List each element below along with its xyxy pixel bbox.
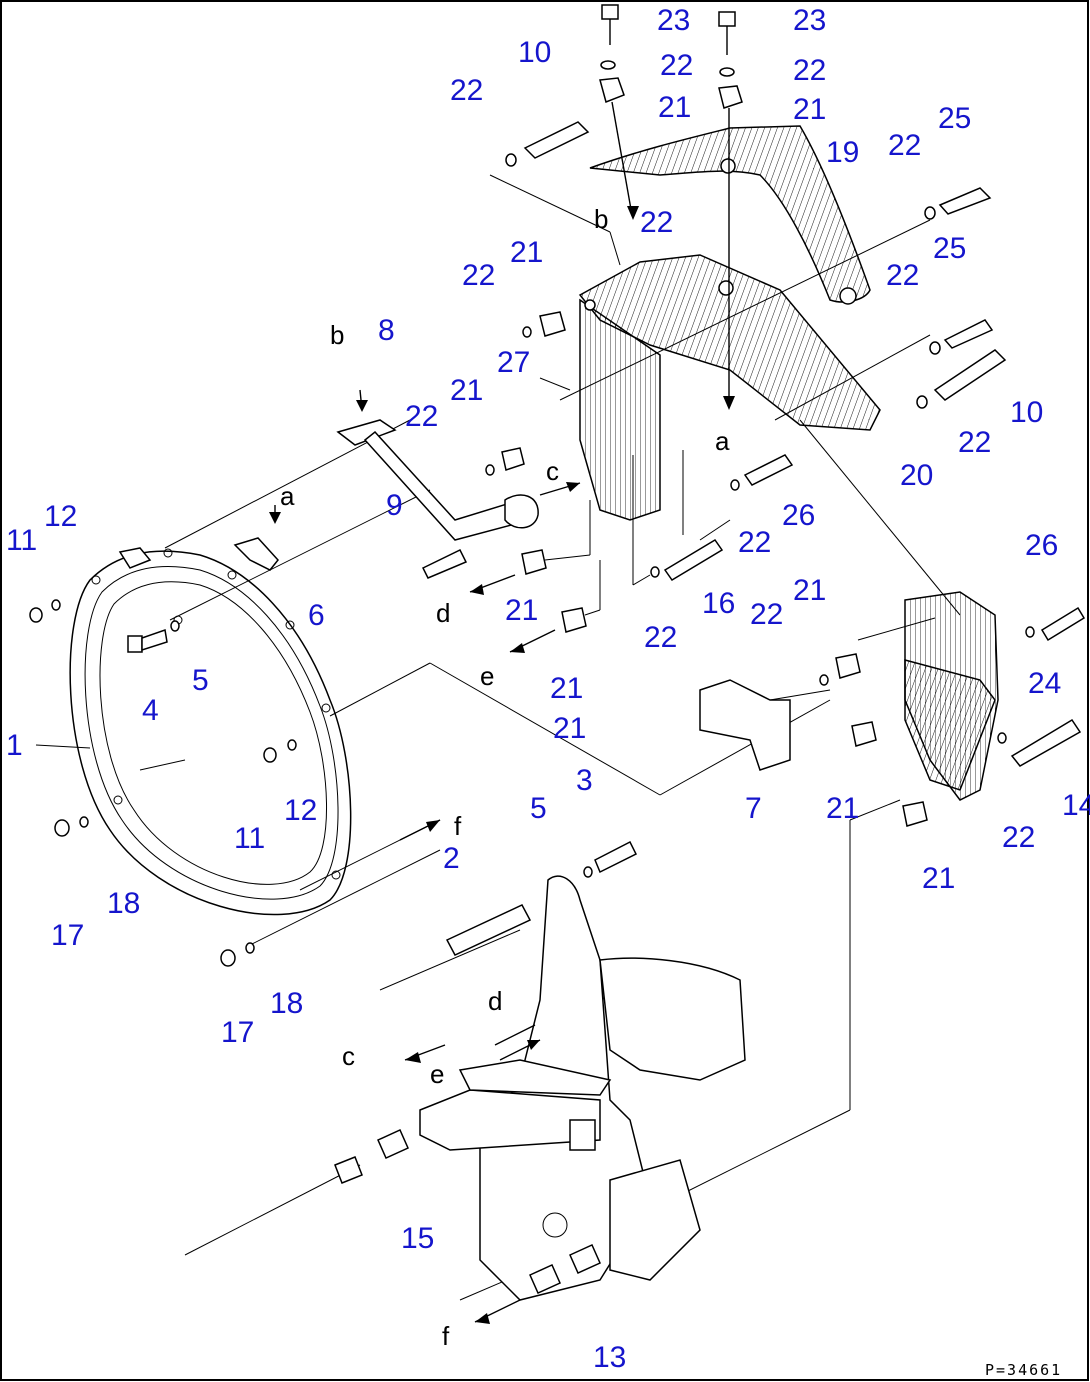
callout: 21 (793, 93, 826, 126)
callout: 8 (378, 314, 395, 347)
transmission-body (419, 875, 746, 1301)
view-letter: b (330, 320, 344, 350)
callout: 9 (386, 489, 403, 522)
callout: 17 (221, 1016, 254, 1049)
drawing-code: P=34661 (985, 1361, 1062, 1379)
callout: 27 (497, 346, 530, 379)
callout: 18 (107, 887, 140, 920)
callout: 21 (658, 91, 691, 124)
callout: 22 (660, 49, 693, 82)
callout: 20 (900, 459, 933, 492)
view-letter: a (280, 481, 295, 511)
callout: 11 (6, 524, 37, 557)
callout: 24 (1028, 667, 1061, 700)
callout: 25 (938, 102, 971, 135)
callout: 18 (270, 987, 303, 1020)
callout: 22 (640, 206, 673, 239)
callout: 22 (1002, 821, 1035, 854)
callout: 10 (518, 36, 551, 69)
callout: 22 (462, 259, 495, 292)
main-shroud (578, 254, 881, 521)
callout: 5 (192, 664, 209, 697)
callout: 22 (405, 400, 438, 433)
bracket-clip (233, 537, 279, 571)
callout: 21 (553, 712, 586, 745)
callout: 23 (793, 4, 826, 37)
callout: 12 (284, 794, 317, 827)
callout: 21 (505, 594, 538, 627)
callout: 21 (922, 862, 955, 895)
view-letter: a (715, 426, 730, 456)
direction-arrows (269, 206, 735, 1324)
callout: 3 (576, 764, 593, 797)
callout: 22 (450, 74, 483, 107)
callout: 14 (1062, 789, 1090, 822)
callout: 12 (44, 500, 77, 533)
callout: 21 (826, 792, 859, 825)
callout: 21 (550, 672, 583, 705)
callout: 25 (933, 232, 966, 265)
callout: 26 (782, 499, 815, 532)
view-letter: e (480, 661, 494, 691)
side-shroud (904, 591, 999, 801)
upper-cover (589, 125, 871, 305)
callout: 17 (51, 919, 84, 952)
fasteners (29, 4, 1086, 1294)
view-letters: b b a a c d e f d c e f (280, 204, 730, 1351)
callout: 1 (6, 729, 23, 762)
callout: 22 (888, 129, 921, 162)
bracket-rod (336, 419, 539, 541)
callout: 22 (958, 426, 991, 459)
view-letter: c (342, 1041, 355, 1071)
callout: 16 (702, 587, 735, 620)
callout: 22 (886, 259, 919, 292)
callout: 26 (1025, 529, 1058, 562)
callout: 22 (738, 526, 771, 559)
view-letter: f (442, 1321, 450, 1351)
callout: 10 (1010, 396, 1043, 429)
view-letter: e (430, 1059, 444, 1089)
callout: 13 (593, 1341, 626, 1374)
callout: 22 (793, 54, 826, 87)
callout: 5 (530, 792, 547, 825)
callout: 2 (443, 842, 460, 875)
callout: 6 (308, 599, 325, 632)
callout: 21 (450, 374, 483, 407)
callout: 21 (793, 574, 826, 607)
callout: 22 (644, 621, 677, 654)
callout: 15 (401, 1222, 434, 1255)
view-letter: f (454, 811, 462, 841)
callout: 4 (142, 694, 159, 727)
part-callouts: 23 23 22 22 10 21 21 22 25 19 22 22 25 2… (6, 4, 1090, 1374)
mount-bracket (699, 679, 791, 771)
view-letter: d (488, 986, 502, 1016)
view-letter: d (436, 598, 450, 628)
callout: 19 (826, 136, 859, 169)
callout: 11 (234, 822, 265, 855)
callout: 21 (510, 236, 543, 269)
view-letter: b (594, 204, 608, 234)
callout: 22 (750, 598, 783, 631)
view-letter: c (546, 456, 559, 486)
callout: 23 (657, 4, 690, 37)
callout: 7 (745, 792, 762, 825)
